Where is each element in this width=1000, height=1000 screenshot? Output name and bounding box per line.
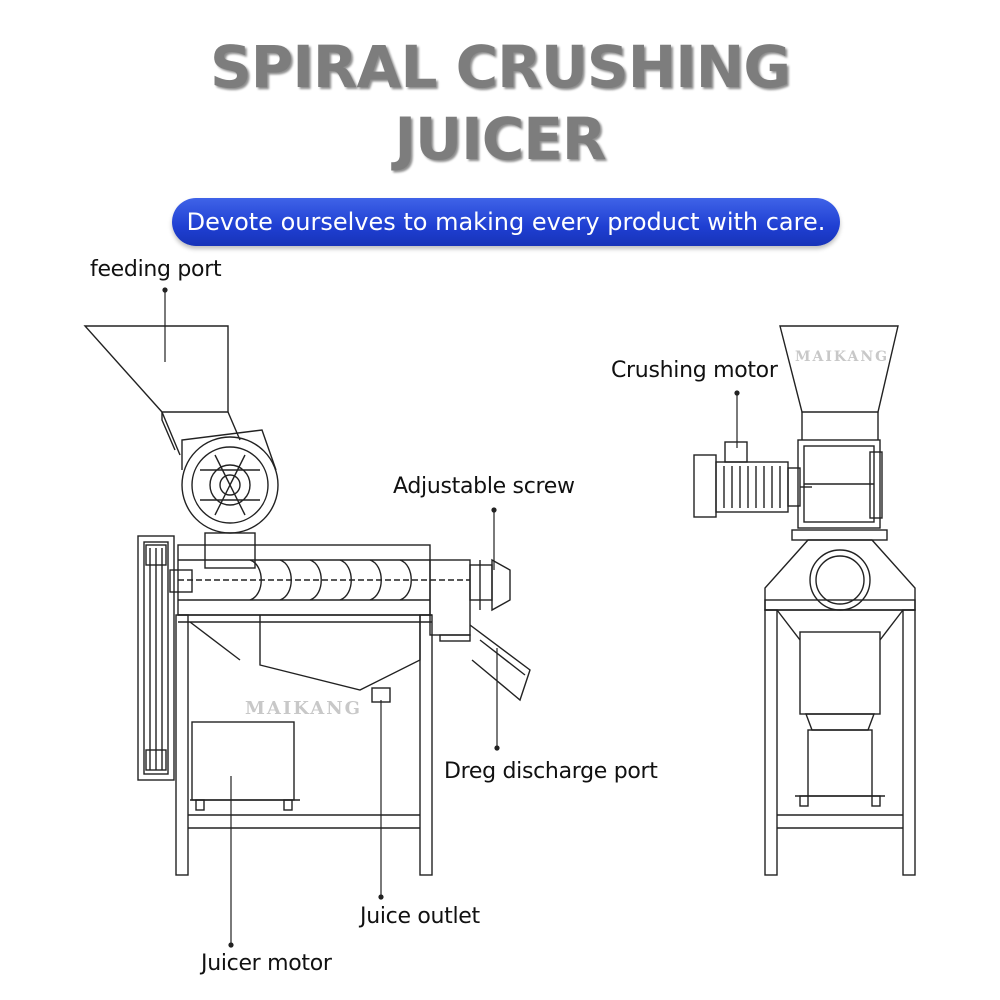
label-adjustable-screw: Adjustable screw [393, 474, 575, 499]
side-view: MAIKANG [83, 325, 531, 876]
watermark-right: MAIKANG [795, 349, 889, 365]
label-feeding-port: feeding port [90, 257, 222, 282]
side-frame [175, 614, 433, 876]
screw-barrel [169, 544, 471, 642]
belt-guard [137, 535, 175, 781]
title-line-1: SPIRAL CRUSHING [210, 33, 791, 101]
label-juice-outlet: Juice outlet [360, 904, 480, 929]
juicer-motor-body [190, 721, 300, 811]
juice-trough [259, 615, 421, 703]
tagline-banner: Devote ourselves to making every product… [172, 198, 840, 246]
crushing-motor-body [693, 441, 812, 518]
crusher-housing [181, 429, 279, 569]
title-line-2: JUICER [394, 105, 606, 173]
watermark-left: MAIKANG [245, 698, 362, 719]
front-view: MAIKANG [693, 325, 916, 876]
dreg-chute [469, 624, 531, 702]
feeding-hopper [83, 325, 241, 456]
leader-lines [162, 287, 740, 948]
label-juicer-motor: Juicer motor [201, 951, 332, 976]
label-crushing-motor: Crushing motor [611, 358, 778, 383]
label-dreg-discharge-port: Dreg discharge port [444, 759, 658, 784]
adjustable-screw-assembly [469, 558, 511, 612]
